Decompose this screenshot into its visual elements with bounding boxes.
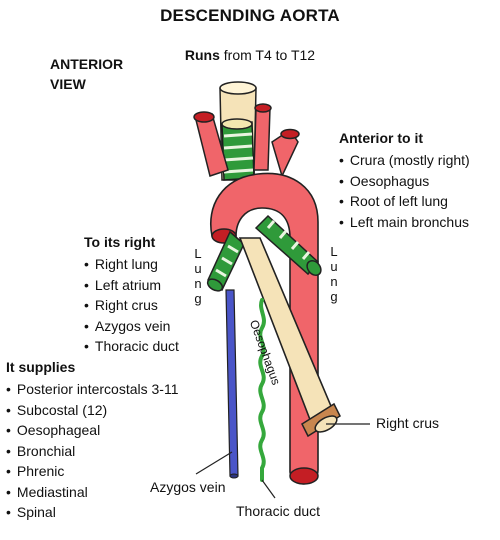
- right-side-item: Left atrium: [84, 275, 179, 296]
- left-carotid-opening: [254, 103, 272, 113]
- supplies-heading: It supplies: [6, 359, 76, 375]
- lung-letter: u: [194, 261, 202, 276]
- left-bronchus: [254, 214, 320, 276]
- supplies-item: Oesophageal: [6, 420, 179, 441]
- left-bronchus-rings: [266, 220, 311, 260]
- lung-letter: u: [330, 259, 338, 274]
- anterior-item: Left main bronchus: [339, 212, 470, 233]
- left-carotid-artery: [253, 107, 271, 171]
- runs-rest: from T4 to T12: [219, 47, 316, 63]
- view-label-line2: VIEW: [50, 76, 86, 92]
- anterior-item: Crura (mostly right): [339, 150, 470, 171]
- anterior-item: Root of left lung: [339, 191, 470, 212]
- lung-label-right: L u n g: [328, 244, 340, 304]
- supplies-item: Bronchial: [6, 441, 179, 462]
- view-label: ANTERIOR VIEW: [50, 54, 123, 94]
- left-subclavian-opening: [280, 128, 300, 140]
- right-bronchus-end: [206, 278, 224, 292]
- supplies-block: It supplies Posterior intercostals 3-11 …: [6, 357, 179, 523]
- anterior-block: Anterior to it Crura (mostly right) Oeso…: [339, 128, 470, 232]
- azygos-leader: [195, 451, 233, 475]
- lung-label-left: L u n g: [192, 246, 204, 306]
- runs-bold: Runs: [184, 47, 220, 63]
- supplies-item: Spinal: [6, 502, 179, 523]
- view-label-line1: ANTERIOR: [50, 56, 124, 72]
- left-bronchus-end: [306, 260, 322, 276]
- azygos-vein: [225, 289, 239, 477]
- supplies-item: Posterior intercostals 3-11: [6, 379, 179, 400]
- lung-letter: g: [330, 289, 338, 304]
- azygos-vein-label: Azygos vein: [150, 479, 226, 495]
- right-side-item: Right lung: [84, 254, 179, 275]
- right-side-block: To its right Right lung Left atrium Righ…: [84, 232, 179, 357]
- thoracic-duct-leader: [261, 479, 276, 499]
- lung-letter: L: [330, 244, 338, 259]
- right-crus-label: Right crus: [376, 415, 440, 431]
- lung-letter: L: [194, 246, 202, 261]
- anterior-heading: Anterior to it: [339, 130, 423, 146]
- aorta-lower-opening: [289, 467, 319, 485]
- oesophagus-top-opening: [219, 81, 257, 95]
- right-bronchus-rings: [215, 244, 239, 278]
- brachiocephalic-opening: [193, 111, 215, 123]
- page-title: DESCENDING AORTA: [160, 6, 340, 25]
- right-side-item: Right crus: [84, 295, 179, 316]
- thoracic-duct: [258, 298, 266, 482]
- supplies-item: Mediastinal: [6, 482, 179, 503]
- right-side-heading: To its right: [84, 234, 156, 250]
- azygos-bottom: [229, 473, 239, 479]
- trachea-rings: [223, 132, 254, 174]
- supplies-item: Subcostal (12): [6, 400, 179, 421]
- right-side-item: Thoracic duct: [84, 336, 179, 357]
- lung-letter: n: [194, 276, 202, 291]
- right-side-item: Azygos vein: [84, 316, 179, 337]
- lung-letter: n: [330, 274, 338, 289]
- trachea-top: [221, 118, 253, 130]
- runs-label: Runs from T4 to T12: [0, 46, 500, 65]
- supplies-item: Phrenic: [6, 461, 179, 482]
- thoracic-duct-label: Thoracic duct: [236, 503, 321, 519]
- anterior-item: Oesophagus: [339, 171, 470, 192]
- lung-letter: g: [194, 291, 202, 306]
